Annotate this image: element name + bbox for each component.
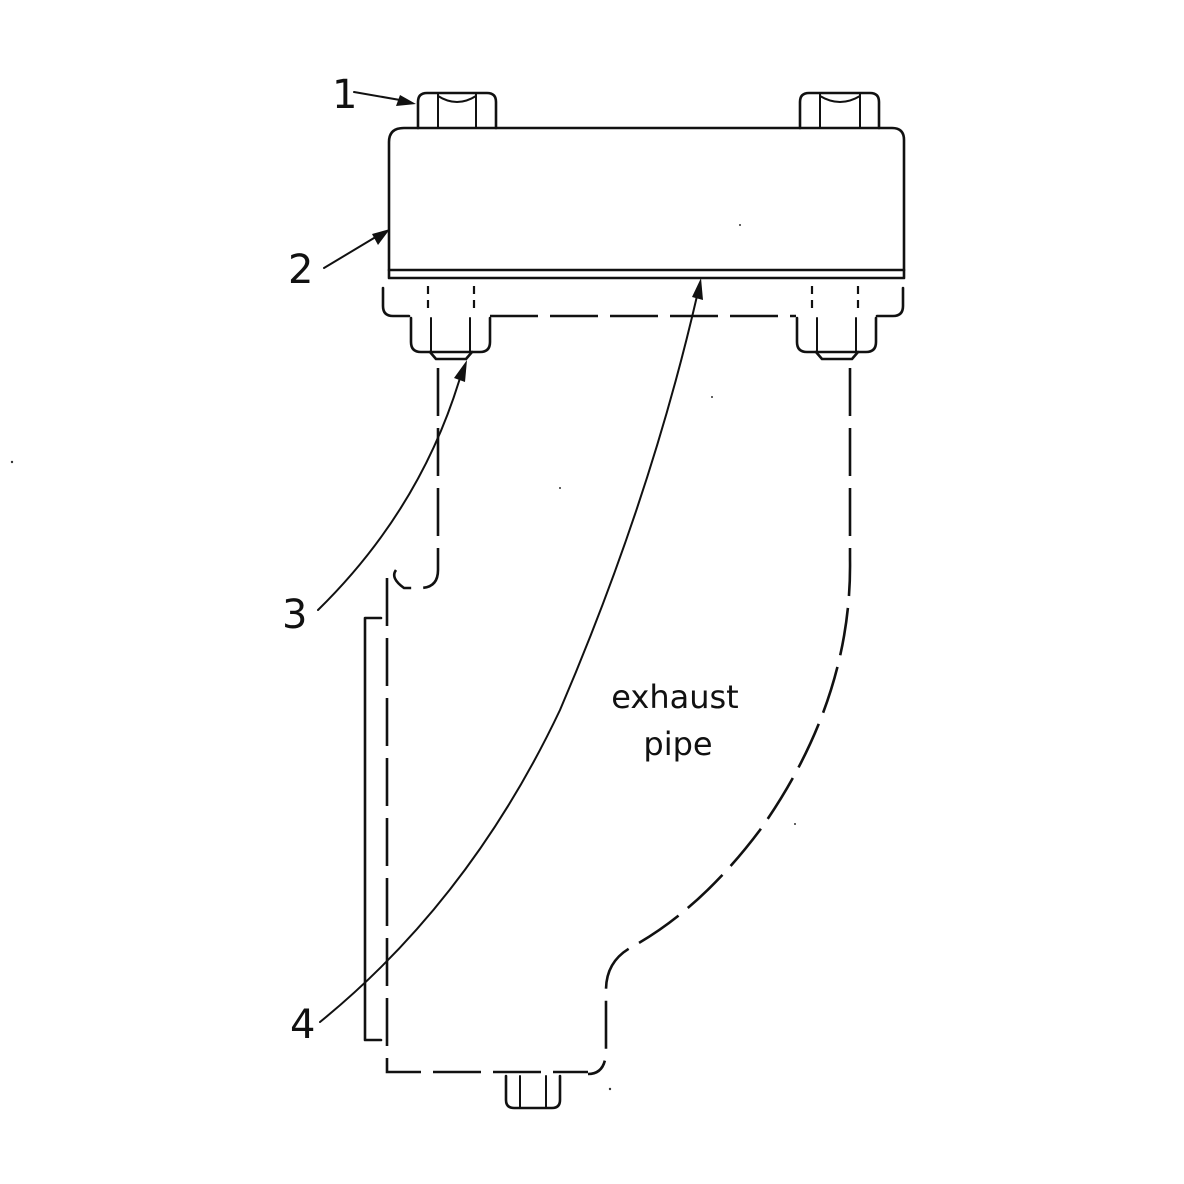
nut-bottom	[504, 1074, 562, 1110]
exhaust-pipe-label-line1: exhaust	[611, 678, 738, 716]
leader-line-1	[353, 91, 416, 106]
callout-3: 3	[282, 592, 307, 638]
leader-line-3	[317, 360, 467, 611]
exhaust-pipe-outline	[385, 368, 852, 1076]
callout-1: 1	[332, 72, 357, 118]
nut-left	[409, 316, 492, 361]
leader-line-2	[323, 229, 390, 269]
bolt-head-right	[798, 91, 881, 130]
mounting-bracket	[363, 616, 383, 1042]
nut-right	[795, 316, 878, 361]
exhaust-pipe-label-line2: pipe	[643, 725, 712, 763]
bolt-head-left	[416, 91, 498, 130]
scan-specks	[10, 224, 796, 1091]
leader-line-4	[319, 278, 703, 1023]
flange-plate	[387, 126, 906, 280]
gasket-outline	[381, 286, 905, 318]
callout-4: 4	[290, 1002, 315, 1048]
callout-2: 2	[288, 247, 313, 293]
